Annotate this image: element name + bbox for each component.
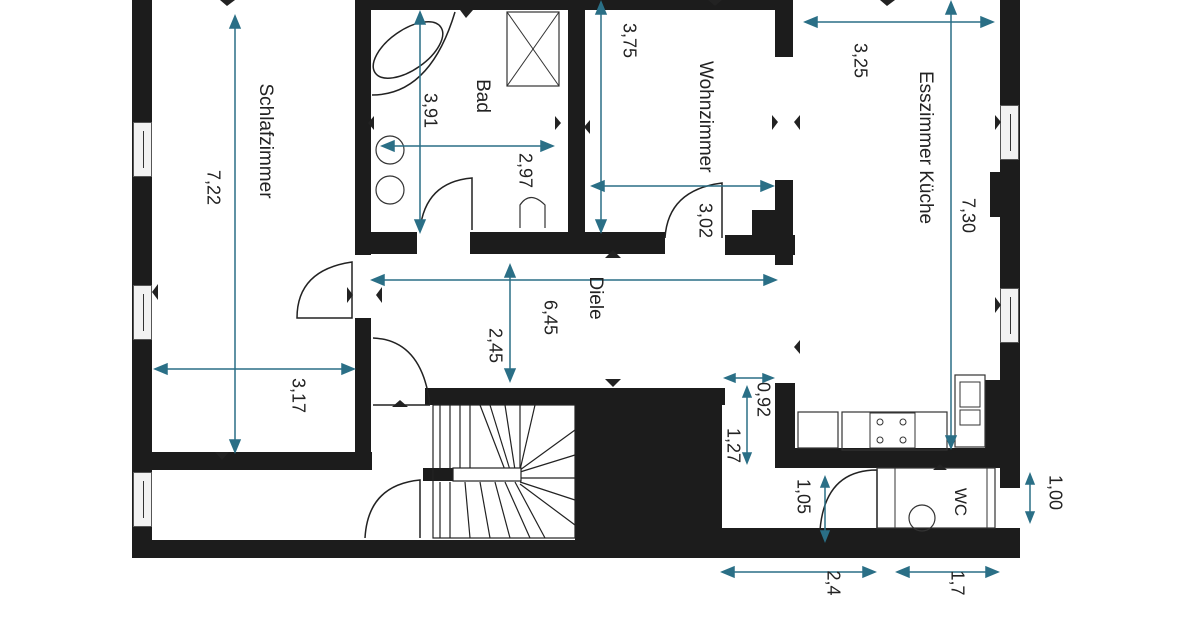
dim-wohn-length: 3,75 bbox=[619, 22, 640, 59]
wall-schlaf-bottom bbox=[152, 452, 372, 470]
dim-bad-width: 2,97 bbox=[515, 152, 536, 189]
room-label-wc: WC bbox=[951, 487, 970, 517]
wall-bad-bottom-b bbox=[470, 232, 665, 254]
dim-ess-width: 3,25 bbox=[850, 42, 871, 79]
dim-wc-depth: 1,00 bbox=[1045, 474, 1066, 511]
wall-bottom-right bbox=[717, 528, 887, 558]
wall-right-kitchen-jog bbox=[985, 380, 1005, 455]
floor-plan: Schlafzimmer Bad Wohnzimmer Esszimmer Kü… bbox=[132, 0, 1066, 596]
room-label-schlafzimmer: Schlafzimmer bbox=[255, 83, 276, 199]
wall-right-jog bbox=[990, 172, 1002, 217]
dim-bottom-b: 1,7 bbox=[947, 570, 968, 596]
dim-door-width: 1,05 bbox=[793, 478, 814, 515]
window-left-2 bbox=[133, 285, 152, 340]
dim-schlaf-length: 7,22 bbox=[203, 169, 224, 206]
wall-wohn-jog bbox=[752, 210, 782, 245]
stair-landing bbox=[423, 468, 453, 481]
window-right-2 bbox=[1000, 288, 1019, 343]
dim-passage-b: 1,27 bbox=[723, 427, 744, 464]
stair-core bbox=[575, 400, 722, 558]
wall-wc-bottom bbox=[880, 528, 1020, 558]
wall-bottom-outer bbox=[132, 540, 717, 558]
fixtures-layer bbox=[152, 0, 1036, 579]
window-left-1 bbox=[133, 122, 152, 177]
wall-schlaf-bad bbox=[355, 0, 371, 255]
room-label-bad: Bad bbox=[472, 79, 493, 113]
dim-wohn-width: 3,02 bbox=[695, 202, 716, 239]
dim-diele-length: 6,45 bbox=[540, 299, 561, 336]
wall-bad-bottom-a bbox=[355, 232, 417, 254]
dim-passage-a: 0,92 bbox=[753, 381, 774, 418]
window-left-3 bbox=[133, 472, 152, 527]
room-label-diele: Diele bbox=[585, 276, 606, 320]
wall-kitchen-bottom bbox=[775, 448, 1020, 468]
window-right-1 bbox=[1000, 105, 1019, 160]
dim-diele-width: 2,45 bbox=[485, 327, 506, 364]
dim-bad-length: 3,91 bbox=[420, 92, 441, 129]
dim-schlaf-width: 3,17 bbox=[288, 377, 309, 414]
wall-schlaf-right-lower bbox=[355, 318, 371, 468]
wall-bad-wohn bbox=[568, 0, 585, 252]
room-label-wohnzimmer: Wohnzimmer bbox=[695, 61, 716, 173]
dim-ess-length: 7,30 bbox=[958, 197, 979, 234]
wall-kitchen-left bbox=[775, 383, 795, 468]
room-label-esszimmer-kueche: Esszimmer Küche bbox=[915, 71, 936, 225]
wall-wohn-ess-upper bbox=[775, 0, 793, 57]
dim-bottom-a: 2,4 bbox=[823, 570, 844, 596]
